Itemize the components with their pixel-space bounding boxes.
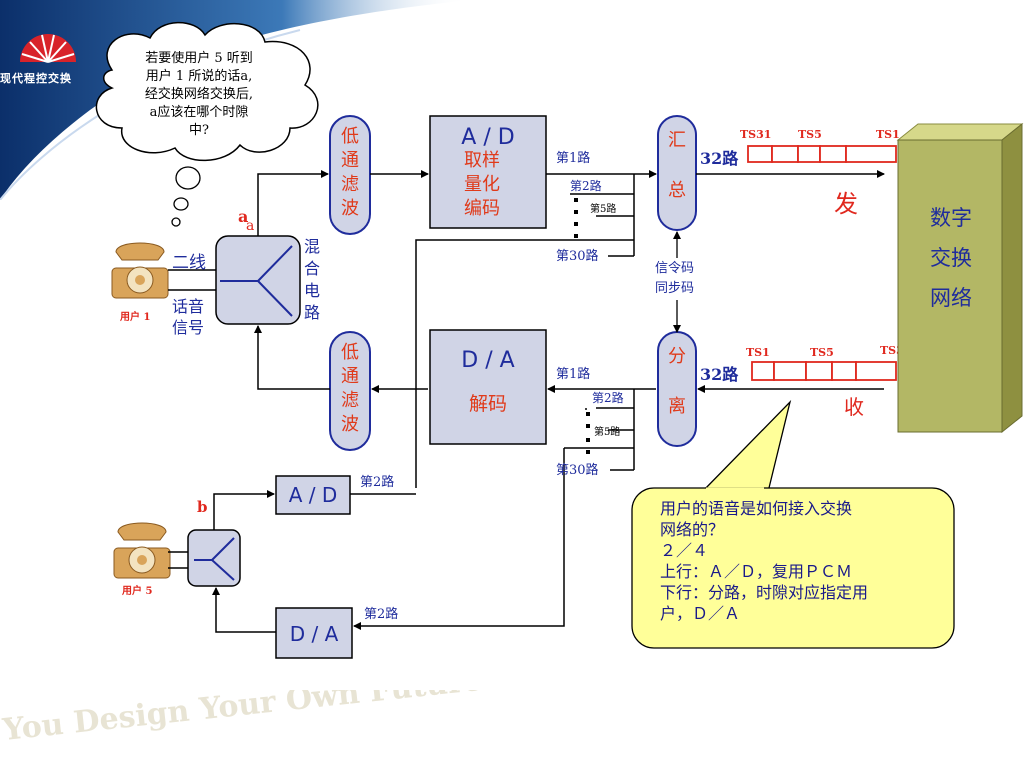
user5-label: 用户 5 [121, 584, 152, 597]
two-wire-label: 二线 [172, 253, 206, 273]
cloud-line-1: 若要使用户 5 听到 [145, 51, 253, 66]
da-title: D / A [461, 348, 514, 373]
hybrid-circuit-5 [187, 529, 241, 587]
hybrid-name-4: 路 [304, 303, 320, 322]
route-2-ad-small: 第2路 [360, 474, 394, 490]
note-line-2: 网络的？ [660, 520, 725, 539]
demux-pill: 分 离 [657, 331, 697, 447]
note-line-4: 上行：Ａ／Ｄ，复用ＰＣＭ [660, 562, 853, 581]
lpf-upper-c4: 波 [341, 198, 359, 219]
top-frame-32-label: 32路 [700, 149, 739, 168]
point-a-label: a [238, 207, 248, 226]
digital-switch-box [896, 122, 1024, 434]
mux-c1: 汇 [668, 130, 686, 151]
cloud-line-4: a应该在哪个时隙 [149, 105, 249, 120]
hybrid-name-2: 合 [304, 259, 320, 278]
cloud-line-2: 用户 1 所说的话a, [145, 69, 253, 84]
route-dots-upper [574, 198, 578, 238]
ad-line-3: 编码 [464, 198, 500, 219]
bottom-ts5: TS5 [810, 346, 834, 359]
watermark: You Design Your Own Future [0, 690, 484, 748]
lpf-upper-c1: 低 [341, 126, 359, 147]
mux-pill: 汇 总 [657, 115, 697, 231]
logo-icon [20, 34, 76, 63]
switch-line-3: 网络 [930, 286, 972, 310]
lpf-lower-c4: 波 [341, 414, 359, 435]
switch-network-label: 数字 交换 网络 [906, 198, 996, 318]
voice-label-1: 话音 [172, 297, 204, 316]
logo-text: 现代程控交换 [0, 72, 72, 85]
da-line: 解码 [469, 393, 507, 415]
sync-code-label: 同步码 [655, 281, 694, 296]
switch-line-1: 数字 [930, 206, 972, 230]
point-a-label-2: a [246, 218, 254, 234]
ad-encoder-block: A / D 取样 量化 编码 [429, 115, 547, 229]
route-2-da-small: 第2路 [364, 606, 398, 622]
lower-wires [212, 325, 884, 633]
lpf-lower-c2: 通 [341, 366, 359, 387]
da-small-title: D / A [290, 622, 339, 646]
route-2-down: 第2路 [592, 390, 624, 405]
receive-label: 收 [844, 395, 864, 419]
route-5-up: 第5路 [590, 202, 616, 215]
lpf-upper-c3: 滤 [341, 174, 359, 195]
lpf-lower-c3: 滤 [341, 390, 359, 411]
bottom-frame-slots [751, 361, 897, 381]
demux-c1: 分 [668, 346, 686, 367]
hybrid-name-1: 混 [304, 237, 320, 256]
cloud-question: 若要使用户 5 听到 用户 1 所说的话a, 经交换网络交换后, a应该在哪个时… [124, 50, 274, 140]
route-5-down: 第5路 [594, 425, 620, 438]
upper-wires [257, 170, 885, 488]
ad-title: A / D [461, 125, 514, 150]
da-decoder-block: D / A 解码 [429, 329, 547, 445]
note-line-6: 户，Ｄ／Ａ [660, 604, 741, 623]
ad-line-2: 量化 [464, 174, 500, 195]
bottom-frame-32-label: 32路 [700, 365, 739, 384]
voice-label-2: 信号 [172, 318, 204, 337]
lpf-upper: 低 通 滤 波 [329, 115, 371, 235]
thought-cloud [95, 21, 319, 227]
top-ts31: TS31 [740, 128, 771, 141]
route-dots-lower [586, 412, 590, 454]
bottom-ts1: TS1 [746, 346, 770, 359]
ad-line-1: 取样 [464, 150, 500, 171]
user1-label: 用户 1 [119, 310, 150, 323]
ad-small-block: A / D [275, 475, 351, 515]
phone-icon-user5 [113, 522, 171, 579]
route-30-down: 第30路 [556, 462, 599, 478]
hybrid-circuit-1 [215, 235, 301, 325]
note-line-1: 用户的语音是如何接入交换 [660, 499, 853, 518]
demux-c2: 离 [668, 396, 686, 417]
route-1-up: 第1路 [556, 150, 590, 166]
lpf-upper-c2: 通 [341, 150, 359, 171]
signal-code-label: 信令码 [655, 261, 694, 276]
route-30-up: 第30路 [556, 248, 599, 264]
route-2-up: 第2路 [570, 178, 602, 193]
point-b-label: b [197, 498, 208, 516]
top-ts5: TS5 [798, 128, 822, 141]
route-1-down: 第1路 [556, 366, 590, 382]
lpf-lower-c1: 低 [341, 342, 359, 363]
cloud-line-5: 中? [189, 123, 209, 138]
note-line-5: 下行：分路，时隙对应指定用 [660, 583, 869, 602]
top-ts1: TS1 [876, 128, 900, 141]
note-line-3: ２／４ [660, 541, 709, 560]
cloud-line-3: 经交换网络交换后, [144, 87, 254, 102]
ad-small-title: A / D [289, 483, 338, 507]
top-frame-slots [747, 145, 897, 163]
note-callout: 用户的语音是如何接入交换 网络的？ ２／４ 上行：Ａ／Ｄ，复用ＰＣＭ 下行：分路… [632, 490, 948, 645]
hybrid-name-3: 电 [304, 281, 320, 300]
send-label: 发 [834, 190, 858, 218]
phone-icon-user1 [111, 242, 169, 299]
mux-c2: 总 [668, 180, 686, 201]
lpf-lower: 低 通 滤 波 [329, 331, 371, 451]
da-small-block: D / A [275, 607, 353, 659]
switch-line-2: 交换 [930, 246, 972, 270]
